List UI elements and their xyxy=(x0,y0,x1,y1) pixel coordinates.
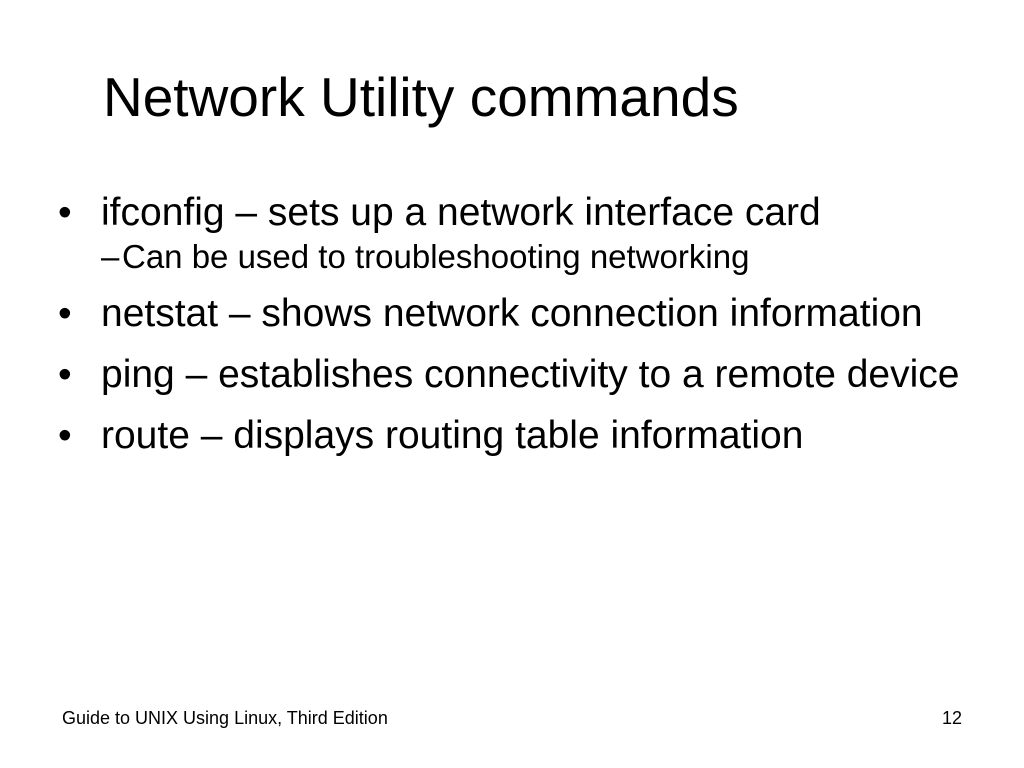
sub-bullet-item: – Can be used to troubleshooting network… xyxy=(101,237,978,277)
bullet-marker: • xyxy=(58,353,72,396)
bullet-marker: • xyxy=(58,191,72,234)
slide-title: Network Utility commands xyxy=(103,66,739,128)
bullet-item: • route – displays routing table informa… xyxy=(58,411,978,460)
bullet-item: • ping – establishes connectivity to a r… xyxy=(58,350,978,399)
bullet-marker: • xyxy=(58,414,72,457)
sub-bullet-marker: – xyxy=(101,238,120,275)
bullet-marker: • xyxy=(58,292,72,335)
sub-bullet-text: Can be used to troubleshooting networkin… xyxy=(122,238,750,275)
sub-bullet-list: – Can be used to troubleshooting network… xyxy=(101,237,978,277)
bullet-text: ifconfig – sets up a network interface c… xyxy=(101,191,821,234)
footer-book-title: Guide to UNIX Using Linux, Third Edition xyxy=(62,708,388,728)
page-number: 12 xyxy=(941,708,962,728)
bullet-list: • ifconfig – sets up a network interface… xyxy=(58,188,978,472)
bullet-text: ping – establishes connectivity to a rem… xyxy=(101,353,960,396)
bullet-text: route – displays routing table informati… xyxy=(101,414,804,457)
bullet-item: • ifconfig – sets up a network interface… xyxy=(58,188,978,277)
bullet-text: netstat – shows network connection infor… xyxy=(101,292,923,335)
bullet-item: • netstat – shows network connection inf… xyxy=(58,289,978,338)
